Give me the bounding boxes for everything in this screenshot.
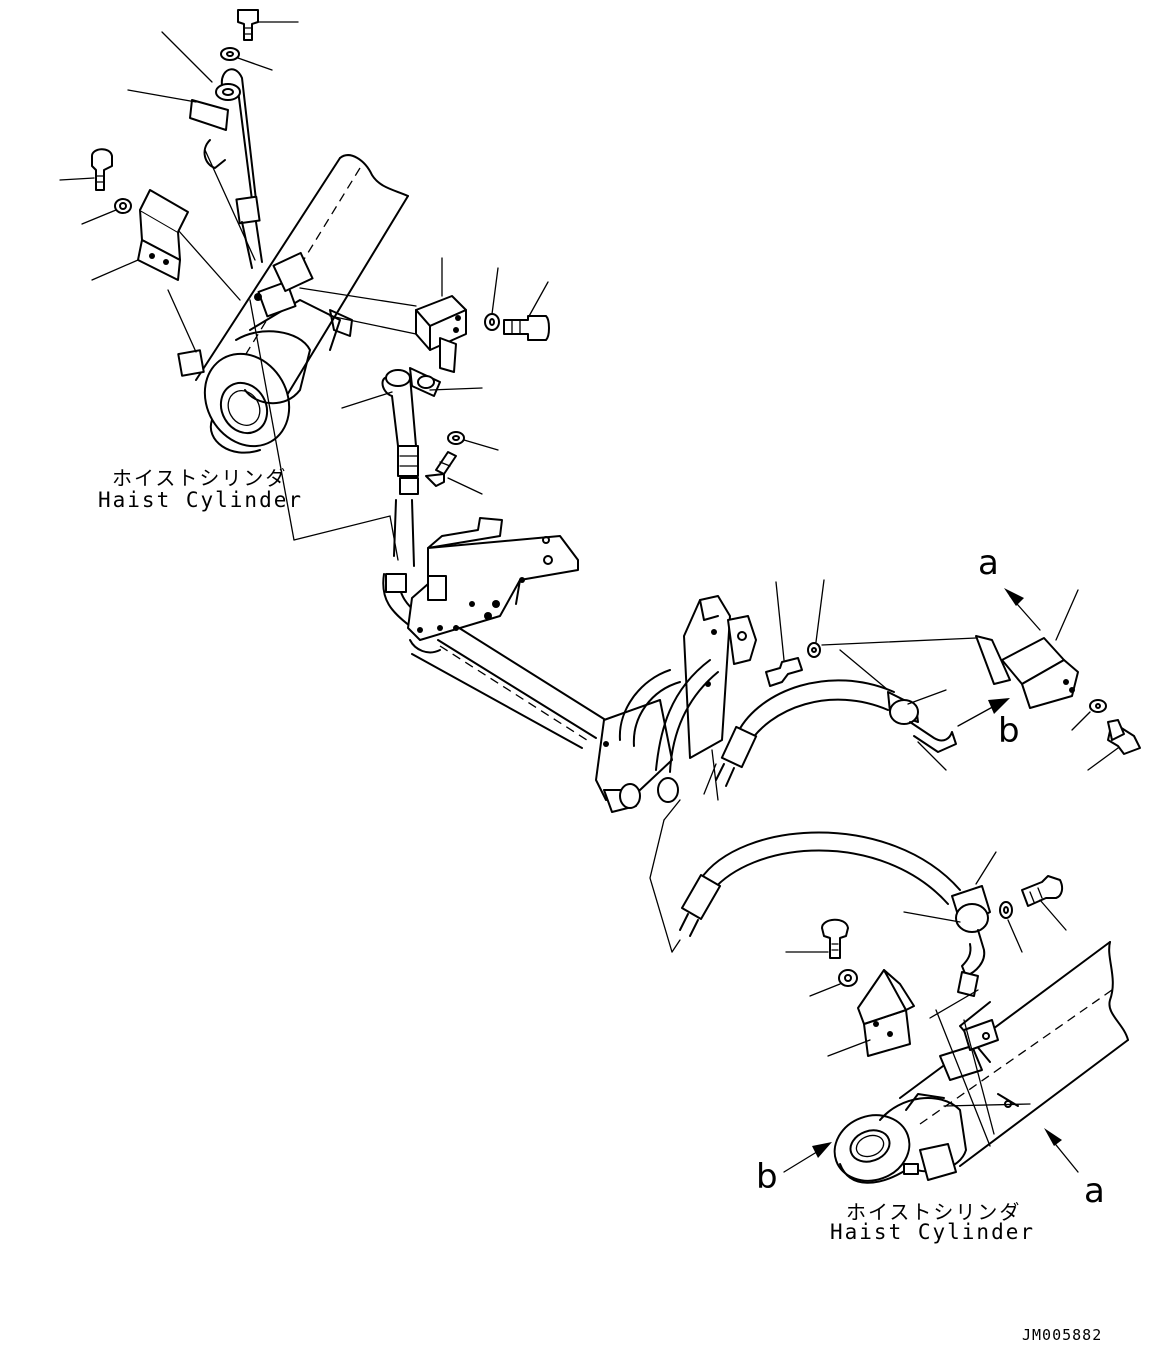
hose-lower (649, 799, 997, 997)
center-block-clamp (299, 257, 467, 373)
arrow-b-top (957, 698, 1010, 727)
reference-a-bottom: a (1084, 1171, 1105, 1211)
bolt-right (1087, 719, 1141, 771)
washer-bottom (809, 969, 858, 997)
hose-right-upper (703, 649, 957, 795)
arrow-a-bottom (1044, 1128, 1079, 1173)
reference-a-top: a (978, 543, 999, 583)
washer-right (1071, 699, 1107, 731)
arrow-a-top (1004, 588, 1041, 631)
bolt-left (59, 148, 113, 191)
cylinder-bottom-label-jp: ホイストシリンダ (846, 1200, 1022, 1224)
hoist-cylinder-top (167, 149, 409, 454)
bracket-bottom (827, 969, 915, 1057)
washer-top (220, 47, 273, 71)
cylinder-top-label-en: Haist Cylinder (98, 488, 304, 512)
leader-clamp-plate (127, 89, 197, 103)
bolt-bottom-right (1021, 875, 1067, 931)
reference-b-bottom: b (756, 1157, 778, 1197)
bracket-right (821, 589, 1079, 709)
washer-center (484, 267, 500, 331)
arrow-b-bottom (783, 1142, 832, 1173)
bracket-left (91, 189, 189, 281)
hose-clamp-top (189, 83, 241, 131)
washer-left (81, 198, 132, 225)
leader-clamp-top (161, 31, 213, 83)
washer-right-upper (807, 579, 825, 658)
cylinder-bottom-label-en: Haist Cylinder (830, 1220, 1036, 1244)
washer-bottom-right (999, 901, 1023, 953)
hose-top-left (203, 68, 263, 269)
bolt-bottom (785, 918, 849, 959)
hose-middle (341, 367, 483, 495)
drawing-code: JM005882 (1022, 1326, 1103, 1344)
bolt-right-upper (765, 581, 803, 687)
washer-mid (447, 431, 499, 451)
reference-b-top: b (998, 711, 1020, 751)
cylinder-top-label-jp: ホイストシリンダ (112, 466, 288, 490)
center-frame (382, 499, 613, 749)
bolt-mid (425, 451, 483, 495)
bolt-top (237, 9, 299, 41)
control-valve-right (595, 595, 757, 813)
hoist-cylinder-bottom (833, 941, 1129, 1184)
bolt-center (503, 281, 550, 341)
